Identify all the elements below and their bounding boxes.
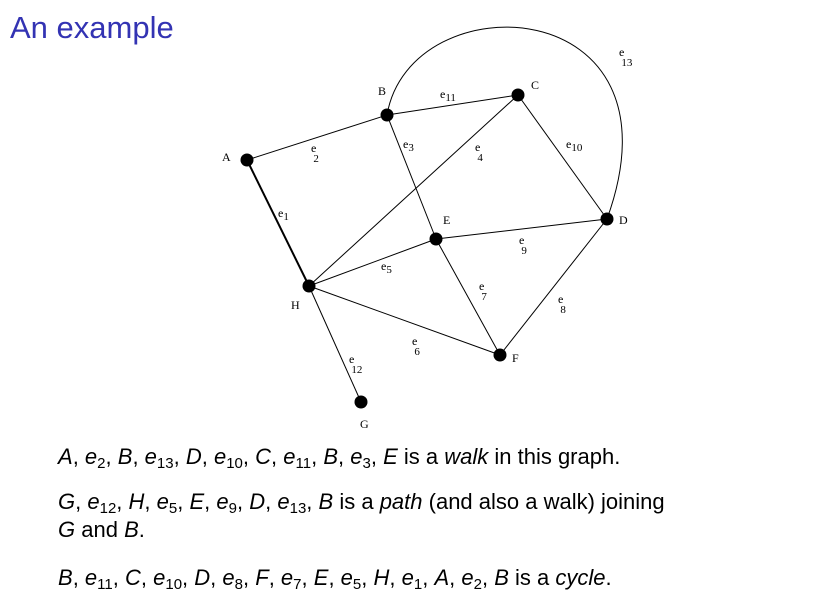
edge-e4 <box>308 94 519 287</box>
edge-label-e11: e11 <box>440 87 456 104</box>
vertex-term: G <box>58 517 76 542</box>
vertex-term: B <box>124 517 139 542</box>
vertex-term: E <box>189 489 205 514</box>
node-label-A: A <box>222 150 231 164</box>
edge-label-e10: e10 <box>566 137 583 154</box>
edge-e1 <box>246 159 310 287</box>
edge-e10 <box>517 94 608 220</box>
vertex-term: C <box>124 565 141 590</box>
node-H <box>302 279 316 293</box>
node-D <box>600 212 614 226</box>
edge-term: e11 <box>283 444 312 472</box>
vertex-term: D <box>249 489 266 514</box>
vertex-term: B <box>494 565 509 590</box>
vertex-term: A <box>58 444 73 469</box>
node-label-E: E <box>443 213 450 227</box>
edge-e5 <box>308 238 437 287</box>
vertex-term: B <box>117 444 133 469</box>
node-label-D: D <box>619 213 628 227</box>
slide-title: An example <box>10 10 174 45</box>
node-E <box>429 232 443 246</box>
vertex-term: D <box>194 565 211 590</box>
edge-e8 <box>499 218 608 356</box>
edge-term: e9 <box>216 489 237 517</box>
edge-term: e12 <box>87 489 117 517</box>
vertex-term: A <box>434 565 450 590</box>
term-cycle: cycle <box>555 565 606 590</box>
vertex-term: E <box>383 444 398 469</box>
vertex-term: C <box>255 444 272 469</box>
edge-label-e5: e5 <box>381 259 392 276</box>
edge-label-e3: e3 <box>403 137 414 154</box>
node-C <box>511 88 525 102</box>
vertex-term: B <box>58 565 73 590</box>
vertex-term: F <box>255 565 269 590</box>
edge-term: e10 <box>153 565 183 593</box>
node-label-H: H <box>291 298 300 312</box>
edge-term: e8 <box>222 565 243 593</box>
edge-term: e7 <box>280 565 302 593</box>
edge-e9 <box>435 218 608 240</box>
node-B <box>380 108 394 122</box>
edge-term: e3 <box>350 444 371 472</box>
edges-layer <box>246 26 623 403</box>
edge-e3 <box>386 114 437 240</box>
edge-e2 <box>246 114 388 161</box>
node-label-F: F <box>512 351 519 365</box>
term-walk: walk <box>444 444 489 469</box>
edge-term: e11 <box>84 565 113 593</box>
node-label-B: B <box>378 84 386 98</box>
vertex-term: B <box>318 489 334 514</box>
vertex-term: D <box>185 444 202 469</box>
node-label-G: G <box>360 417 369 431</box>
edge-term: e13 <box>144 444 174 472</box>
path-sentence: G, e12, H, e5, E, e9, D, e13, B is a pat… <box>58 489 665 542</box>
vertex-term: H <box>128 489 145 514</box>
vertex-term: B <box>323 444 339 469</box>
edge-term: e1 <box>401 565 423 593</box>
vertex-term: G <box>58 489 76 514</box>
edge-term: e2 <box>84 444 106 472</box>
node-G <box>354 395 368 409</box>
node-A <box>240 153 254 167</box>
term-path: path <box>379 489 423 514</box>
edge-e6 <box>308 285 501 356</box>
edge-e11 <box>386 94 519 116</box>
node-F <box>493 348 507 362</box>
vertex-term: E <box>313 565 329 590</box>
edge-term: e13 <box>277 489 307 517</box>
edge-term: e2 <box>461 565 482 593</box>
nodes-layer <box>240 88 614 409</box>
edge-label-e1: e1 <box>278 206 289 223</box>
edge-term: e10 <box>213 444 243 472</box>
edge-term: e5 <box>156 489 178 517</box>
edge-e12 <box>308 285 362 403</box>
edge-e7 <box>435 238 501 356</box>
cycle-sentence: B, e11, C, e10, D, e8, F, e7, E, e5, H, … <box>58 565 612 593</box>
edge-term: e5 <box>340 565 362 593</box>
edge-e13 <box>386 26 623 220</box>
walk-sentence: A, e2, B, e13, D, e10, C, e11, B, e3, E … <box>58 444 621 472</box>
node-label-C: C <box>531 78 539 92</box>
vertex-term: H <box>373 565 390 590</box>
